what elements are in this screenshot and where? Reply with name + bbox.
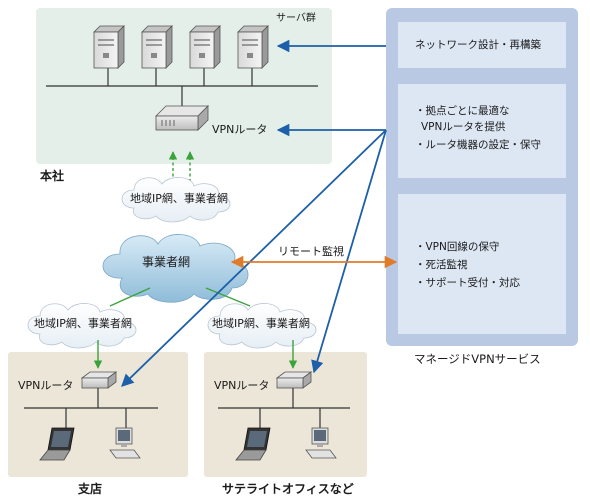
desktop-pc-icon (109, 427, 141, 459)
service-router-text-2: VPNルータを提供 (421, 121, 506, 133)
upper-cloud-label: 地域IP網、事業者網 (130, 192, 228, 205)
service-design-text: ネットワーク設計・再構築 (415, 39, 541, 51)
green-link (109, 287, 151, 307)
satellite-caption: サテライトオフィスなど (222, 482, 354, 496)
service-box-maintenance (398, 194, 566, 334)
satellite-area (204, 352, 367, 477)
regional-network-cloud-right (207, 303, 317, 349)
service-maint-text-2: ・死活監視 (415, 259, 468, 271)
managed-service-caption: マネージドVPNサービス (414, 352, 541, 366)
regional-network-cloud-left (27, 303, 137, 349)
right-cloud-label: 地域IP網、事業者網 (212, 317, 310, 330)
server-icon (93, 25, 125, 69)
green-link (205, 287, 251, 307)
service-router-text-3: ・ルータ機器の設定・保守 (415, 139, 541, 151)
remote-monitoring-label: リモート監視 (278, 245, 344, 258)
server-icon (189, 25, 221, 69)
branch-area (8, 352, 188, 477)
regional-network-cloud-upper (121, 177, 231, 223)
blue-arrow-to-satellite-router (311, 129, 387, 374)
service-box-design (398, 22, 566, 68)
branch-vpn-router-icon (80, 371, 118, 389)
server-group-label: サーバ群 (276, 13, 316, 24)
core-cloud-label: 事業者網 (142, 255, 191, 269)
service-router-text-1: ・拠点ごとに最適な (415, 105, 510, 117)
left-cloud-label: 地域IP網、事業者網 (34, 317, 132, 330)
laptop-icon (235, 427, 271, 461)
server-icon (237, 25, 269, 69)
server-icon (141, 25, 173, 69)
hq-vpn-router-icon (155, 105, 209, 131)
service-box-router (398, 84, 566, 178)
hq-vpn-router-label: VPNルータ (212, 123, 268, 136)
branch-vpn-router-label: VPNルータ (18, 379, 74, 392)
branch-caption: 支店 (78, 482, 103, 496)
desktop-pc-icon (305, 427, 337, 459)
service-maint-text-3: ・サポート受付・対応 (415, 277, 520, 289)
service-maint-text-1: ・VPN回線の保守 (415, 241, 500, 253)
hq-caption: 本社 (40, 169, 65, 183)
satellite-vpn-router-label: VPNルータ (214, 379, 270, 392)
laptop-icon (39, 427, 75, 461)
satellite-vpn-router-icon (275, 371, 313, 389)
